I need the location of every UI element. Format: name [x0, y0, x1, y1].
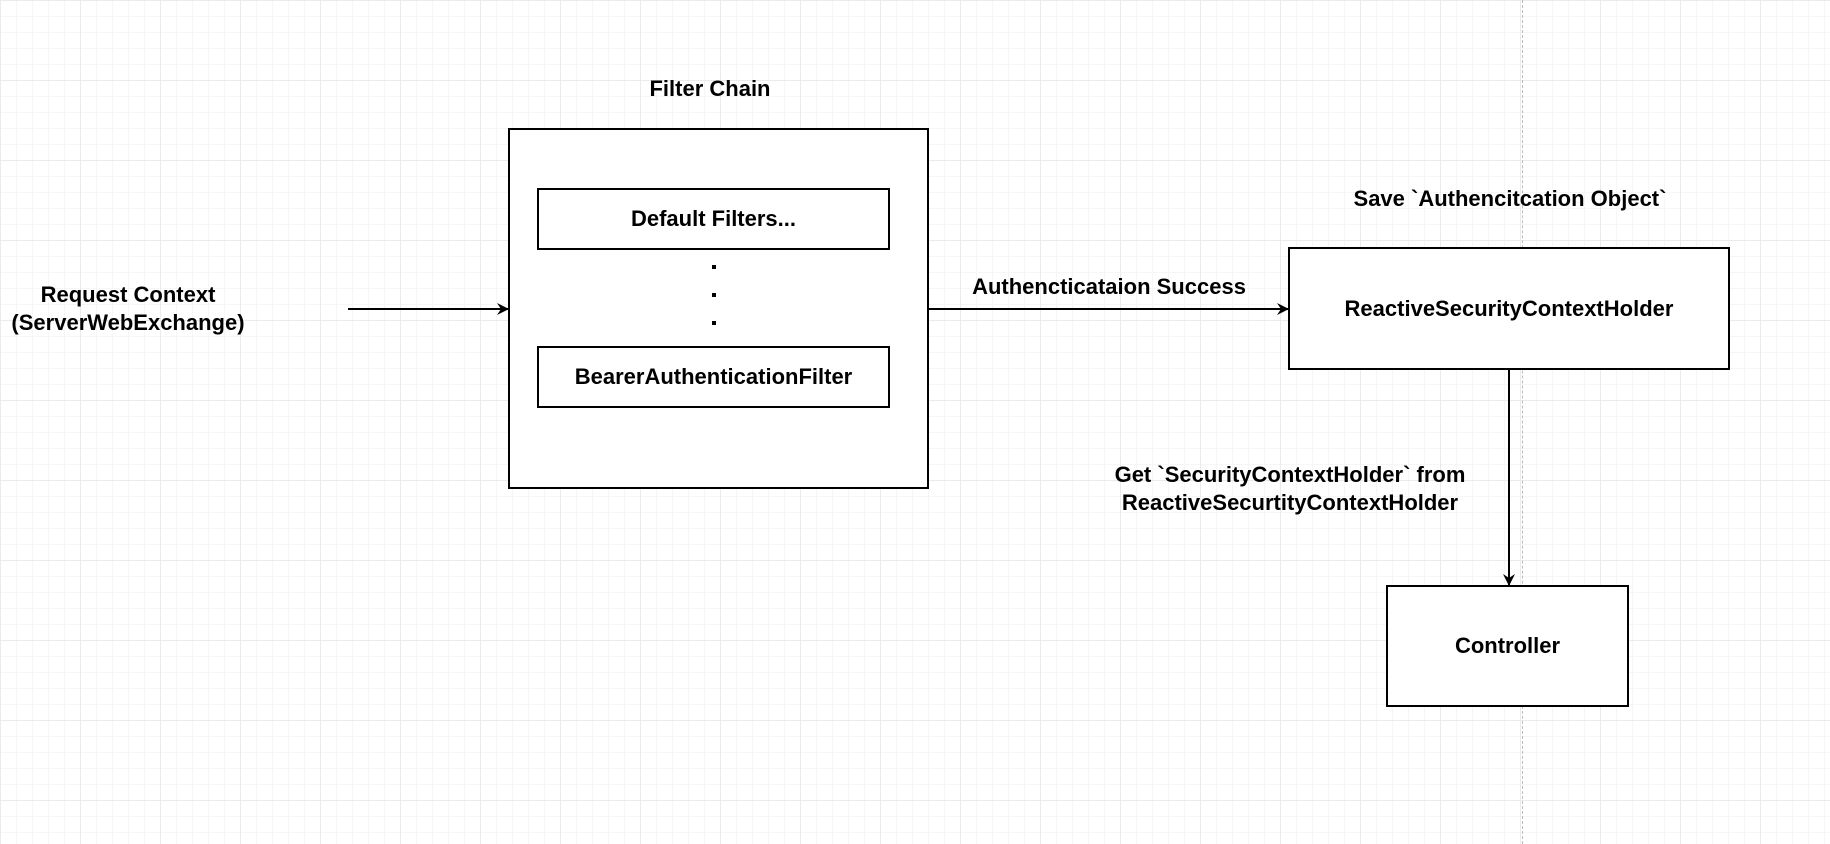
get-security-context-line1: Get `SecurityContextHolder` from	[1114, 462, 1466, 487]
ellipsis-dot	[712, 321, 716, 325]
vertical-guide-line	[1522, 0, 1523, 844]
request-context-line2: (ServerWebExchange)	[11, 310, 245, 335]
save-auth-object-label: Save `Authencitcation Object`	[1353, 186, 1667, 211]
ellipsis-dot	[712, 265, 716, 269]
reactive-security-context-holder-box[interactable]: ReactiveSecurityContextHolder	[1288, 247, 1730, 370]
auth-success-label: Authencticataion Success	[972, 274, 1246, 299]
get-security-context-line2: ReactiveSecurtityContextHolder	[1121, 490, 1459, 515]
request-context-line1: Request Context	[40, 282, 216, 307]
filter-chain-container[interactable]	[508, 128, 929, 489]
ellipsis-dot	[712, 293, 716, 297]
controller-box[interactable]: Controller	[1386, 585, 1629, 707]
bearer-authentication-filter-box[interactable]: BearerAuthenticationFilter	[537, 346, 890, 408]
get-security-context-label: Get `SecurityContextHolder` from Reactiv…	[1060, 461, 1520, 517]
default-filters-box[interactable]: Default Filters...	[537, 188, 890, 250]
filter-chain-title: Filter Chain	[649, 76, 771, 101]
request-context-label: Request Context (ServerWebExchange)	[0, 281, 256, 337]
